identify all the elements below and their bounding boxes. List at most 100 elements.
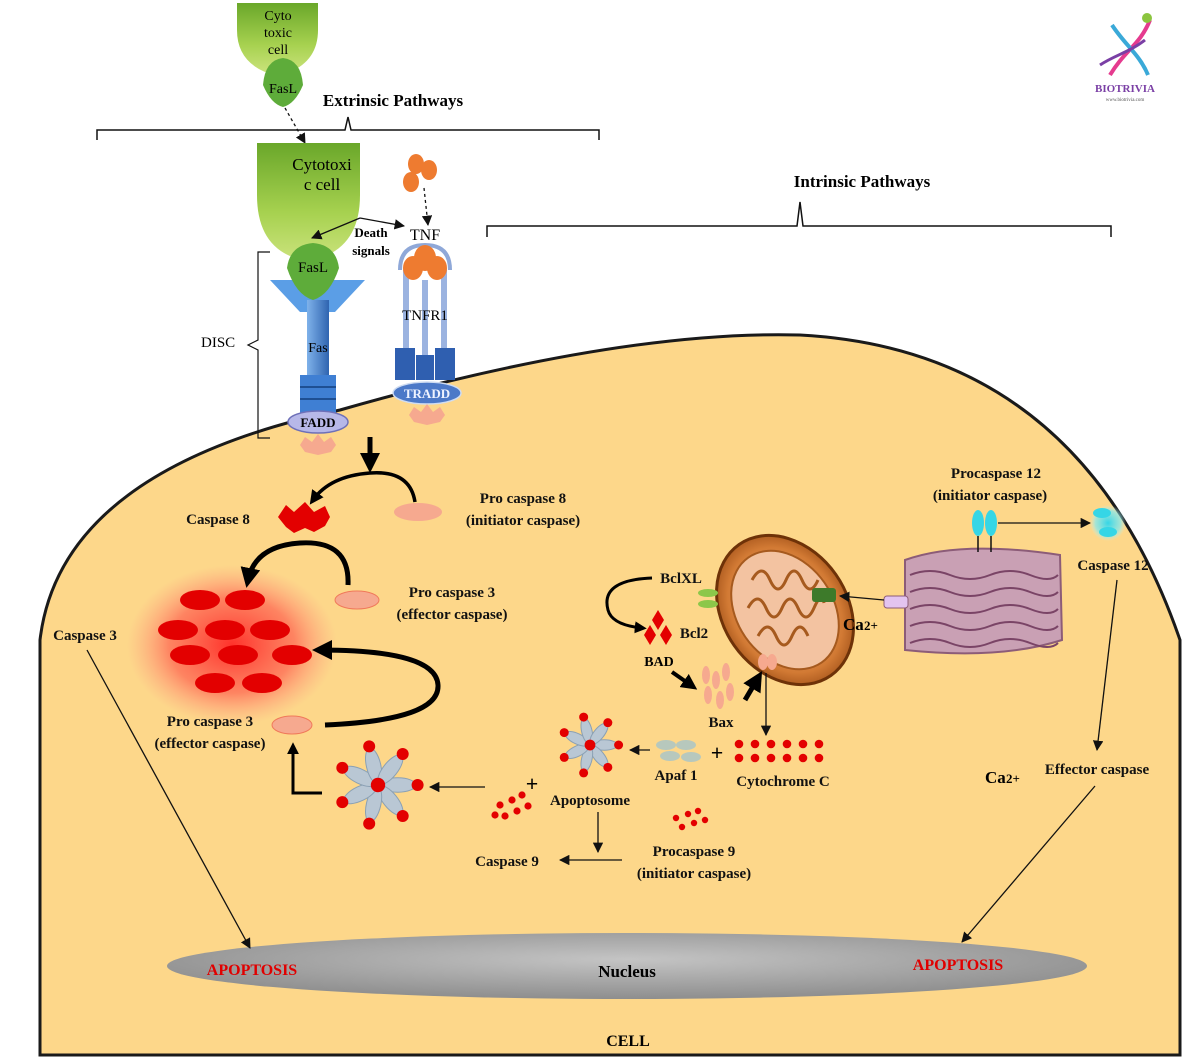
er-channel — [883, 595, 909, 609]
procaspase9-dot — [672, 814, 680, 822]
top-cell-line-1: Cyto — [264, 9, 291, 24]
caspase3-label: Caspase 3 — [53, 628, 117, 644]
apoptosome-large-caspase-dot — [396, 748, 409, 761]
effector-caspase-label: Effector caspase — [1045, 762, 1150, 778]
apoptosome-large-caspase-dot — [363, 817, 376, 830]
logo-url: www.biotrivia.com — [1106, 98, 1145, 103]
cell-line-1: Cytotoxi — [292, 155, 352, 174]
apoptosome-small-caspase-dot — [559, 752, 569, 762]
cytochrome-c-dots — [734, 739, 824, 763]
procaspase9-dot — [690, 819, 698, 827]
cell-label: CELL — [606, 1033, 650, 1050]
cytochrome-c-dot — [750, 739, 760, 749]
bax-cluster — [702, 663, 734, 709]
bclxl-shapes — [698, 589, 718, 608]
extrinsic-brace — [96, 116, 600, 140]
apoptosome-small-caspase-dot — [559, 728, 569, 738]
top-fasl-label: FasL — [269, 82, 297, 97]
ca-left-sup: 2+ — [864, 618, 878, 633]
apoptosome-label: Apoptosome — [550, 793, 630, 809]
fadd-label: FADD — [300, 415, 335, 430]
caspase9-dot — [518, 791, 526, 799]
cell-line-2: c cell — [304, 175, 341, 194]
tnf-free-cluster — [403, 154, 437, 192]
fadd — [287, 410, 349, 434]
procaspase3-b-line-2: (effector caspase) — [155, 736, 266, 752]
intrinsic-brace — [486, 201, 1112, 237]
apoptosis-right: APOPTOSIS — [913, 957, 1004, 974]
caspase9-dot — [501, 812, 509, 820]
caspase9-dot — [513, 807, 521, 815]
apoptosome-large-caspase-dot — [411, 779, 424, 791]
procaspase3-a-shape — [334, 590, 380, 610]
fas-label: Fas — [308, 341, 327, 356]
fadd-procaspase-star — [300, 434, 336, 455]
procaspase9-dots — [672, 807, 709, 831]
caspase8-label: Caspase 8 — [186, 512, 250, 528]
apoptosome-small-core — [584, 739, 596, 751]
endoplasmic-reticulum — [904, 547, 1064, 655]
tnfr1-receptor: TNFR1 — [395, 242, 455, 380]
bad-label: BAD — [644, 655, 674, 670]
procaspase9-dot — [701, 816, 709, 824]
cytochrome-c-dot — [798, 739, 808, 749]
tnf-label: TNF — [410, 227, 440, 244]
caspase9-dot — [491, 811, 499, 819]
apoptosome-small-caspase-dot — [614, 740, 624, 750]
logo-name: BIOTRIVIA — [1095, 83, 1155, 95]
apoptosome-small-caspase-dot — [603, 762, 613, 772]
caspase12-shape — [1090, 505, 1126, 541]
bax-at-mito — [758, 654, 777, 670]
procaspase9-dot — [678, 823, 686, 831]
procaspase3-b-line-1: Pro caspase 3 — [167, 714, 253, 730]
cytotoxic-cell: Cytotoxi c cell — [257, 143, 360, 258]
caspase12-label: Caspase 12 — [1077, 558, 1148, 574]
procaspase3-a-line-1: Pro caspase 3 — [409, 585, 495, 601]
procaspase12-line-1: Procaspase 12 — [951, 466, 1041, 482]
apoptosome-small — [559, 712, 624, 778]
disc-bracket — [246, 251, 270, 439]
nucleus — [167, 933, 1087, 999]
cytochrome-c-dot — [766, 739, 776, 749]
cytochrome-c-dot — [750, 753, 760, 763]
fasl-ligand: FasL — [287, 243, 339, 300]
plus-sign-cytochrome: + — [711, 740, 724, 765]
death-signals-line-2: signals — [352, 243, 390, 258]
death-signals-line-1: Death — [354, 225, 388, 240]
bcl2-label: Bcl2 — [680, 626, 708, 642]
fasl-label: FasL — [298, 260, 328, 276]
cytochrome-c-dot — [814, 739, 824, 749]
procaspase8-shape — [394, 503, 442, 521]
procaspase9-dot — [684, 810, 692, 818]
ca-right-main: Ca — [985, 768, 1006, 787]
apaf1-label: Apaf 1 — [655, 768, 698, 784]
mitochondrion — [715, 533, 855, 687]
biotrivia-logo: BIOTRIVIA www.biotrivia.com — [1095, 13, 1155, 103]
apoptosome-dots — [491, 791, 532, 820]
fas-receptor: Fas — [270, 280, 365, 413]
apaf1-shapes — [656, 740, 701, 762]
cytochrome-c-dot — [782, 753, 792, 763]
bax-label: Bax — [708, 715, 734, 731]
tnfr1-label: TNFR1 — [402, 308, 448, 324]
procaspase3-b-shape — [271, 715, 313, 735]
caspase9-dot — [508, 796, 516, 804]
caspase9-label: Caspase 9 — [475, 854, 539, 870]
cytochrome-c-dot — [766, 753, 776, 763]
cytochrome-c-label: Cytochrome C — [736, 774, 829, 790]
cytochrome-c-dot — [734, 753, 744, 763]
cytochrome-c-dot — [782, 739, 792, 749]
cytochrome-c-dot — [734, 739, 744, 749]
apoptosome-small-caspase-dot — [579, 712, 589, 722]
nucleus-label: Nucleus — [598, 962, 656, 981]
procaspase9-dot — [694, 807, 702, 815]
extrinsic-title: Extrinsic Pathways — [323, 91, 464, 110]
caspase9-dot — [496, 801, 504, 809]
procaspase12-line-2: (initiator caspase) — [933, 488, 1047, 504]
apoptosome-large-core — [370, 777, 386, 793]
bcl2-diamonds — [644, 610, 672, 645]
apoptosome-large-caspase-dot — [336, 761, 349, 774]
disc-label: DISC — [201, 335, 235, 351]
tradd-label: TRADD — [404, 386, 450, 401]
